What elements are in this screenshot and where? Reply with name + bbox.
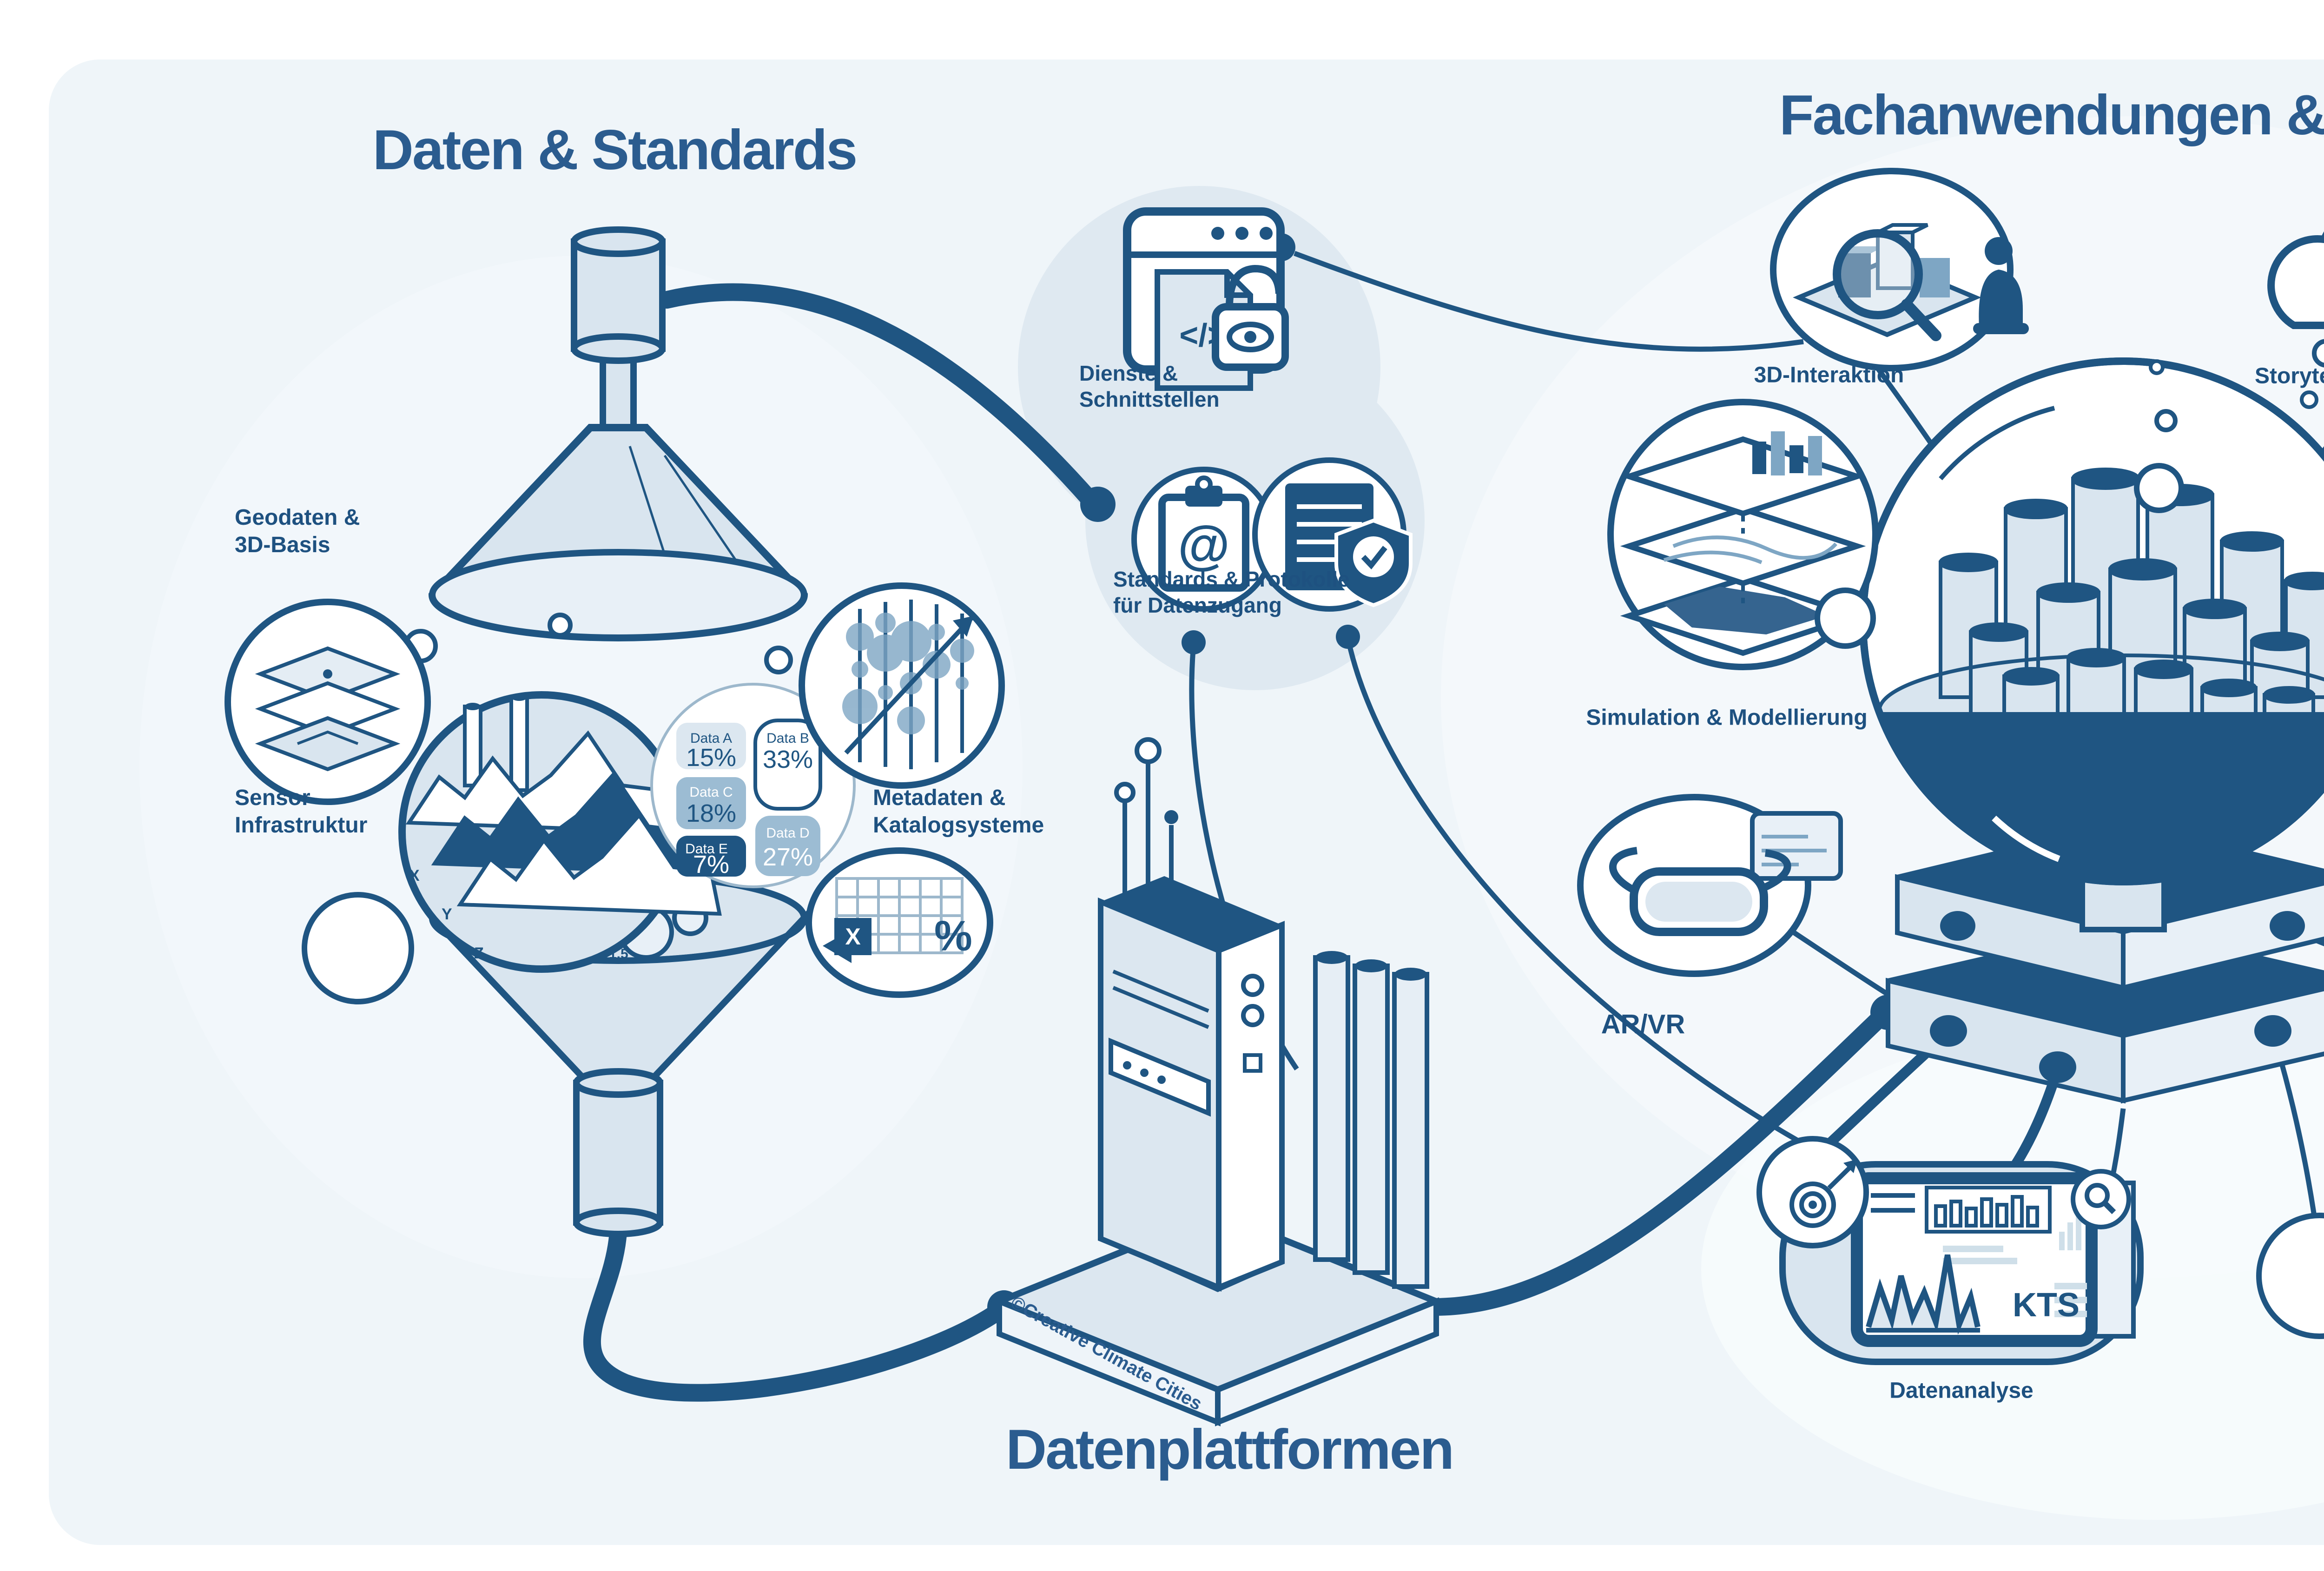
chip-a-name: Data A bbox=[690, 731, 732, 746]
storytelling-cloud-icon bbox=[2267, 231, 2324, 329]
ridge-axis-y: Y bbox=[442, 905, 452, 923]
chip-e-value: 7% bbox=[693, 851, 729, 878]
label-datenanalyse: Datenanalyse bbox=[1889, 1378, 2034, 1403]
label-line: Katalogsysteme bbox=[873, 812, 1044, 838]
3d-interaction-icon bbox=[1770, 168, 2029, 371]
geodata-layers-icon bbox=[224, 599, 431, 805]
label-metadaten-katalogsysteme: Metadaten & Katalogsysteme bbox=[873, 785, 1044, 839]
chip-d-value: 27% bbox=[763, 843, 813, 871]
chip-b-name: Data B bbox=[766, 731, 809, 746]
ridge-axis-tick: 1.5 bbox=[609, 946, 628, 962]
label-line: Geodaten & bbox=[235, 505, 360, 530]
spreadsheet-percent-label: % bbox=[934, 912, 972, 960]
chip-e-name: Data E bbox=[685, 841, 728, 857]
spreadsheet-percent-icon: X % bbox=[805, 847, 993, 998]
data-share-chips-icon: Data A 15% Data B 33% Data C 18% Data D … bbox=[650, 683, 856, 888]
label-3d-interaktion: 3D-Interaktion bbox=[1754, 363, 1904, 388]
ridge-axis-x: X bbox=[409, 867, 420, 885]
data-visualization-tablet-icon bbox=[2256, 1213, 2324, 1339]
section-title-datenplattformen: Datenplattformen bbox=[1006, 1418, 1454, 1481]
chip-a-value: 15% bbox=[686, 744, 736, 772]
label-storytelling-kommunikation: Storytelling & Kommunikation bbox=[2254, 363, 2324, 389]
at-glyph: @ bbox=[1178, 515, 1230, 575]
chip-c-name: Data C bbox=[689, 785, 733, 800]
section-title-daten-standards: Daten & Standards bbox=[372, 118, 858, 181]
services-browser-icon: </> bbox=[1123, 207, 1289, 391]
chip-b-value: 33% bbox=[763, 746, 813, 773]
label-ar-vr: AR/VR bbox=[1601, 1009, 1685, 1040]
ridge-axis-z: Z bbox=[474, 944, 484, 962]
data-analysis-dashboard-icon: KTS bbox=[1756, 1136, 2144, 1365]
chip-d-name: Data D bbox=[766, 825, 809, 841]
section-title-fachanwendungen-modelle: Fachanwendungen & Modelle bbox=[1779, 83, 2324, 146]
label-sensor-infrastruktur: Sensor- Infrastruktur bbox=[235, 785, 367, 839]
spreadsheet-x-label: X bbox=[845, 924, 860, 950]
label-line: 3D-Basis bbox=[235, 532, 330, 557]
data-sphere-bar-chart bbox=[1859, 339, 2324, 932]
pipe-junction-dot bbox=[1080, 487, 1116, 522]
chip-c-value: 18% bbox=[686, 799, 736, 827]
label-dienste-schnittstellen: Dienste & Schnittstellen bbox=[1079, 360, 1220, 412]
label-standards-protokolle: Standards & Protokolle für Datenzugang bbox=[1113, 566, 1350, 618]
label-line: Metadaten & bbox=[873, 786, 1006, 810]
metadata-bead-chart-icon bbox=[799, 582, 1005, 789]
label-line: Schnittstellen bbox=[1079, 387, 1220, 412]
label-line: Infrastruktur bbox=[235, 812, 368, 838]
label-line: Dienste & bbox=[1079, 361, 1178, 385]
label-geodaten-3d-basis: Geodaten & 3D-Basis bbox=[235, 504, 360, 559]
standards-shield-doc-icon bbox=[1252, 457, 1413, 612]
label-simulation-modellierung: Simulation & Modellierung bbox=[1586, 705, 1868, 730]
ar-vr-headset-icon bbox=[1577, 794, 1843, 977]
label-line: Standards & Protokolle bbox=[1113, 567, 1350, 591]
simulation-map-layers-icon bbox=[1607, 399, 1879, 670]
kts-label: KTS bbox=[2013, 1287, 2080, 1324]
label-line: für Datenzugang bbox=[1113, 593, 1282, 618]
server-platform-icon bbox=[990, 737, 1445, 1426]
label-line: Sensor- bbox=[235, 786, 318, 810]
